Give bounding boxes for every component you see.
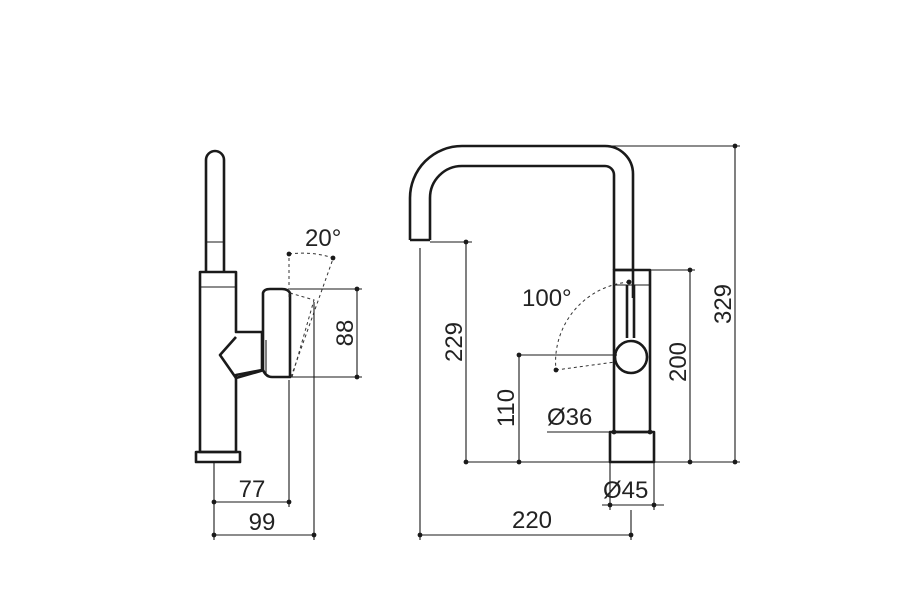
front-body-height-label: 200: [665, 342, 692, 382]
side-offset-total-label: 99: [249, 509, 276, 536]
front-lever-height-label: 110: [493, 389, 520, 427]
front-lever-angle-label: 100°: [522, 285, 572, 312]
front-lever-diameter-label: Ø36: [547, 404, 592, 431]
side-offset-lever-label: 77: [239, 476, 266, 503]
front-view-dimension-lines: [417, 143, 740, 540]
front-total-height-label: 329: [710, 284, 737, 324]
front-spout-height-label: 229: [441, 322, 468, 362]
side-lever-height-label: 88: [332, 320, 359, 347]
side-view-dimension-lines: [211, 251, 362, 540]
side-view-tap-body: [194, 149, 292, 464]
side-tilt-angle-label: 20°: [305, 225, 341, 252]
front-reach-label: 220: [512, 507, 552, 534]
front-view: 100° Ø36 Ø45 220 229 110 200 329: [408, 143, 740, 540]
front-base-diameter-label: Ø45: [603, 477, 648, 504]
side-view: 20° 88 77 99: [194, 149, 362, 540]
